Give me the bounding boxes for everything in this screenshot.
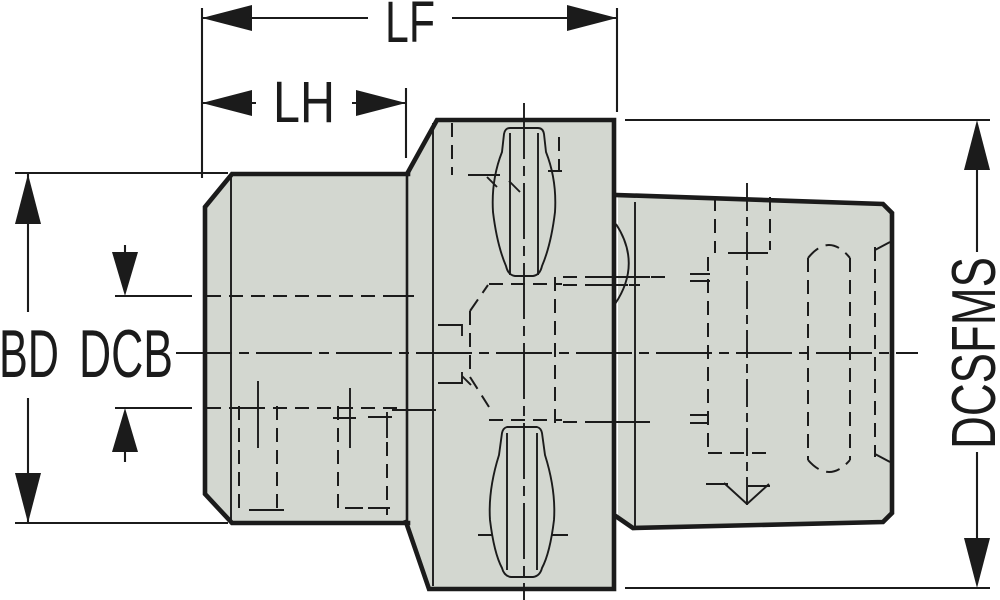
flange-top-hidden-holes bbox=[451, 123, 560, 175]
lf-arrow-left bbox=[202, 5, 252, 31]
lf-arrow-right bbox=[567, 5, 617, 31]
taper-outline bbox=[613, 192, 895, 531]
top-slot-outline bbox=[491, 127, 557, 277]
lh-arrow-left bbox=[202, 90, 252, 116]
dcsfms-arrow-top bbox=[964, 120, 990, 170]
bottom-slot-outline bbox=[488, 426, 556, 578]
bd-extension-lines bbox=[15, 171, 228, 525]
dim-label-dcb: DCB bbox=[79, 316, 173, 392]
cross-hole-cone bbox=[706, 252, 770, 505]
dim-label-dcsfms: DCSFMS bbox=[940, 257, 1000, 449]
collar-face-ticks bbox=[392, 295, 436, 411]
dcsfms-arrow-bottom bbox=[964, 538, 990, 588]
dimension-lf: LF bbox=[200, 0, 619, 178]
collar-outline bbox=[202, 171, 411, 526]
internal-polygon-cavity bbox=[469, 283, 562, 421]
dimension-lh: LH bbox=[202, 70, 408, 158]
lf-extension-lines bbox=[200, 8, 619, 178]
lh-arrow-right bbox=[356, 90, 406, 116]
hidden-details bbox=[207, 123, 876, 515]
top-slot-detail-diagonal bbox=[508, 180, 521, 193]
dim-label-lh: LH bbox=[273, 70, 335, 135]
flange-body bbox=[407, 120, 614, 589]
part-outlines bbox=[202, 117, 895, 592]
dcb-tick-lines bbox=[115, 294, 192, 410]
centerlines bbox=[176, 103, 918, 600]
face-step-lines bbox=[438, 324, 472, 386]
dimension-bd: BD bbox=[0, 171, 228, 525]
rear-thread-capsule bbox=[807, 244, 851, 473]
bore-lines-into-taper bbox=[563, 276, 670, 423]
dimension-dcsfms: DCSFMS bbox=[625, 118, 1000, 590]
dim-label-bd: BD bbox=[0, 316, 59, 392]
dcb-arrow-top bbox=[112, 252, 138, 296]
collar-hidden-holes bbox=[238, 406, 388, 515]
dim-label-lf: LF bbox=[385, 0, 435, 55]
machine-side-taper-body bbox=[618, 195, 892, 528]
taper-chamfer-hidden-diagonals bbox=[874, 241, 891, 463]
collar-body bbox=[205, 174, 407, 523]
bd-arrow-bottom bbox=[15, 473, 41, 523]
bd-arrow-top bbox=[15, 174, 41, 224]
dcb-arrow-bottom bbox=[112, 408, 138, 452]
solid-details bbox=[230, 123, 891, 586]
taper-cavity-outline bbox=[707, 197, 771, 454]
flange-outline bbox=[403, 117, 617, 592]
polygon-lobe-arc bbox=[614, 223, 630, 305]
part-body-fill bbox=[205, 120, 892, 589]
dcsfms-extension-lines bbox=[625, 118, 990, 590]
dimension-dcb: DCB bbox=[79, 245, 192, 462]
